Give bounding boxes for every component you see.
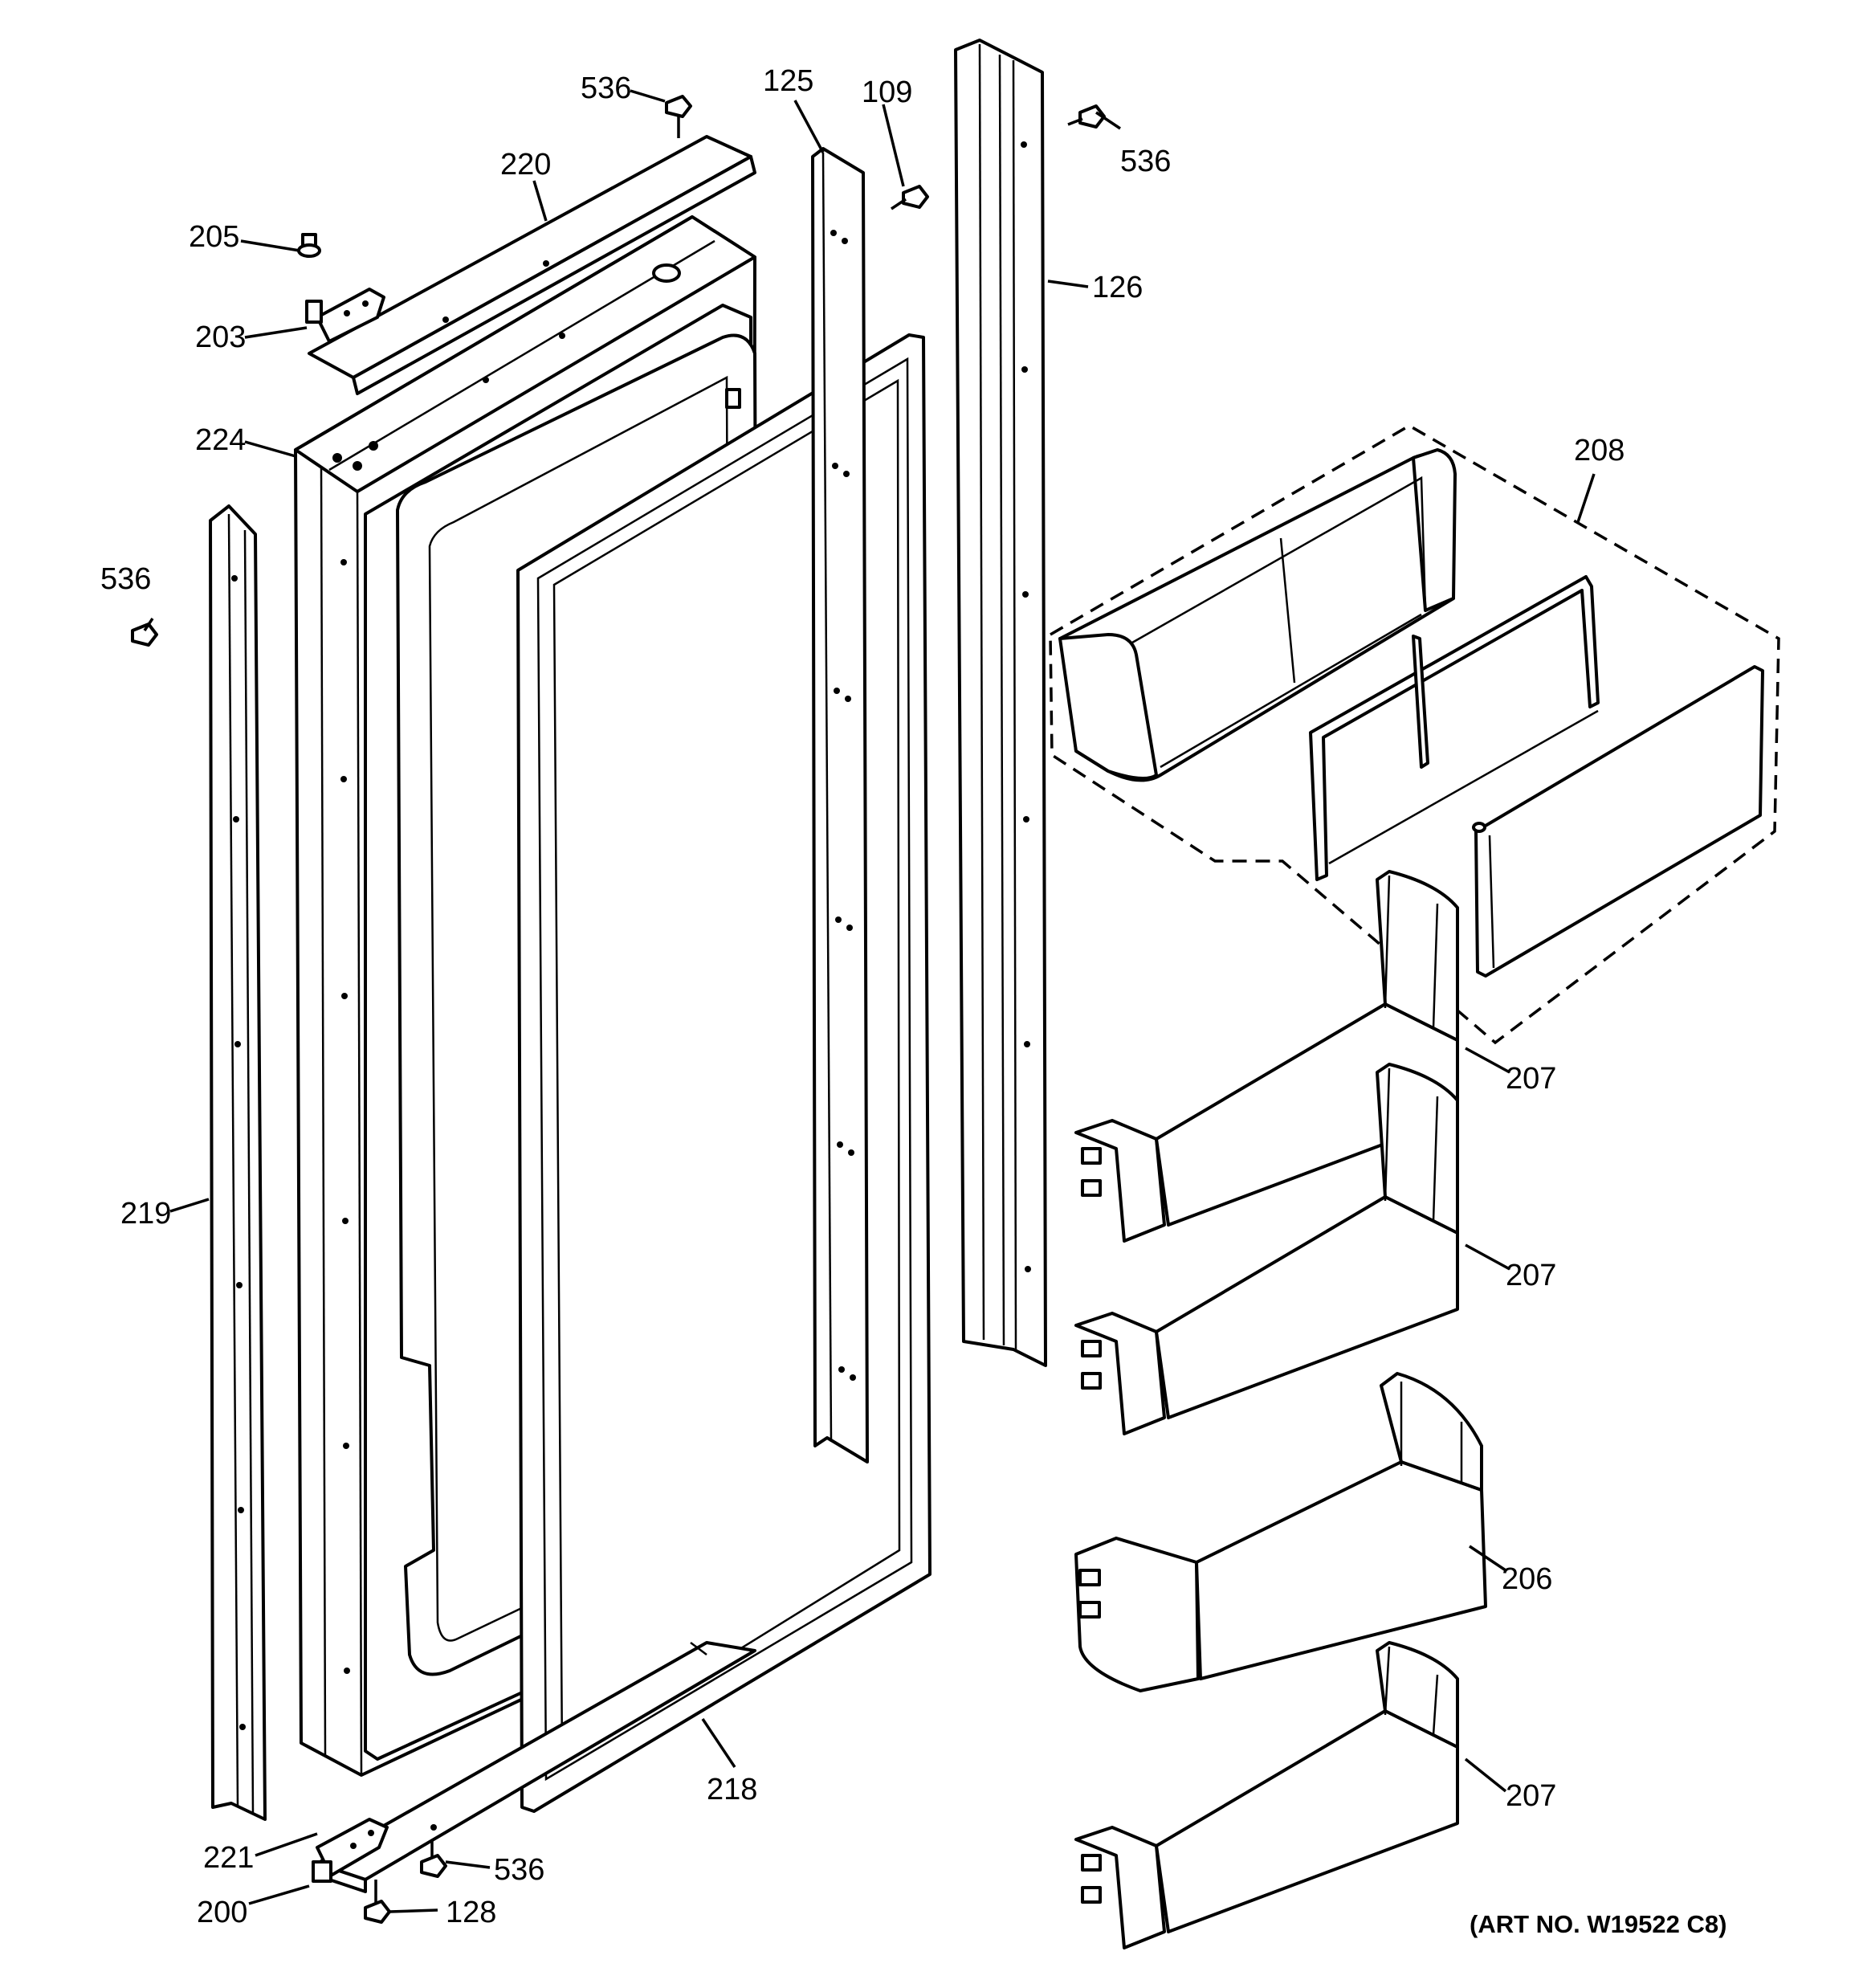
part-208-dairy-compartment [1049, 423, 1780, 1045]
part-206-door-bin [1074, 1372, 1487, 1692]
pin-205-icon [297, 233, 321, 258]
part-220-top-trim [308, 135, 756, 395]
part-218-door-gasket [516, 333, 932, 1813]
callout-224: 224 [195, 423, 246, 457]
callout-208: 208 [1574, 434, 1625, 467]
part-207-door-bin-2 [1074, 1063, 1459, 1435]
callout-221: 221 [203, 1841, 254, 1875]
screw-109-icon [891, 185, 929, 210]
callout-536-bottom: 536 [494, 1853, 544, 1887]
screw-536-right-icon [1067, 104, 1106, 129]
part-126-handle-side-trim [954, 39, 1047, 1367]
callout-200: 200 [197, 1896, 247, 1929]
callout-207-b: 207 [1506, 1259, 1556, 1292]
callout-536-top: 536 [581, 71, 631, 105]
screw-536-top-icon [665, 95, 692, 138]
callout-220: 220 [500, 148, 551, 182]
callout-205: 205 [189, 220, 239, 254]
callout-125: 125 [763, 64, 813, 98]
callout-206: 206 [1502, 1562, 1552, 1596]
callout-126: 126 [1092, 271, 1143, 304]
screw-536-bottom-icon [420, 1839, 447, 1878]
art-number: (ART NO. W19522 C8) [1470, 1910, 1726, 1938]
callout-219: 219 [120, 1197, 171, 1231]
callout-207-a: 207 [1506, 1062, 1556, 1096]
callout-128: 128 [446, 1896, 496, 1929]
callout-203: 203 [195, 320, 246, 354]
part-219-door-trim [209, 504, 267, 1821]
leader-lines [169, 89, 1596, 1913]
hinge-203-top [305, 288, 385, 343]
callout-218: 218 [707, 1773, 757, 1806]
screw-536-left-icon [131, 618, 158, 647]
callout-536-right: 536 [1120, 145, 1171, 178]
callout-207-c: 207 [1506, 1779, 1556, 1813]
callout-labels: 536 125 109 536 220 205 126 203 224 208 … [100, 64, 1625, 1929]
part-125-hinge-side-trim [811, 147, 869, 1463]
part-207-door-bin-3 [1074, 1641, 1459, 1949]
callout-536-left: 536 [100, 562, 151, 596]
part-207-door-bin-1 [1074, 870, 1459, 1243]
hinge-200-bottom [312, 1818, 389, 1883]
callout-109: 109 [862, 76, 912, 109]
screw-128-icon [364, 1880, 391, 1924]
part-221-bottom-trim [316, 1641, 756, 1893]
